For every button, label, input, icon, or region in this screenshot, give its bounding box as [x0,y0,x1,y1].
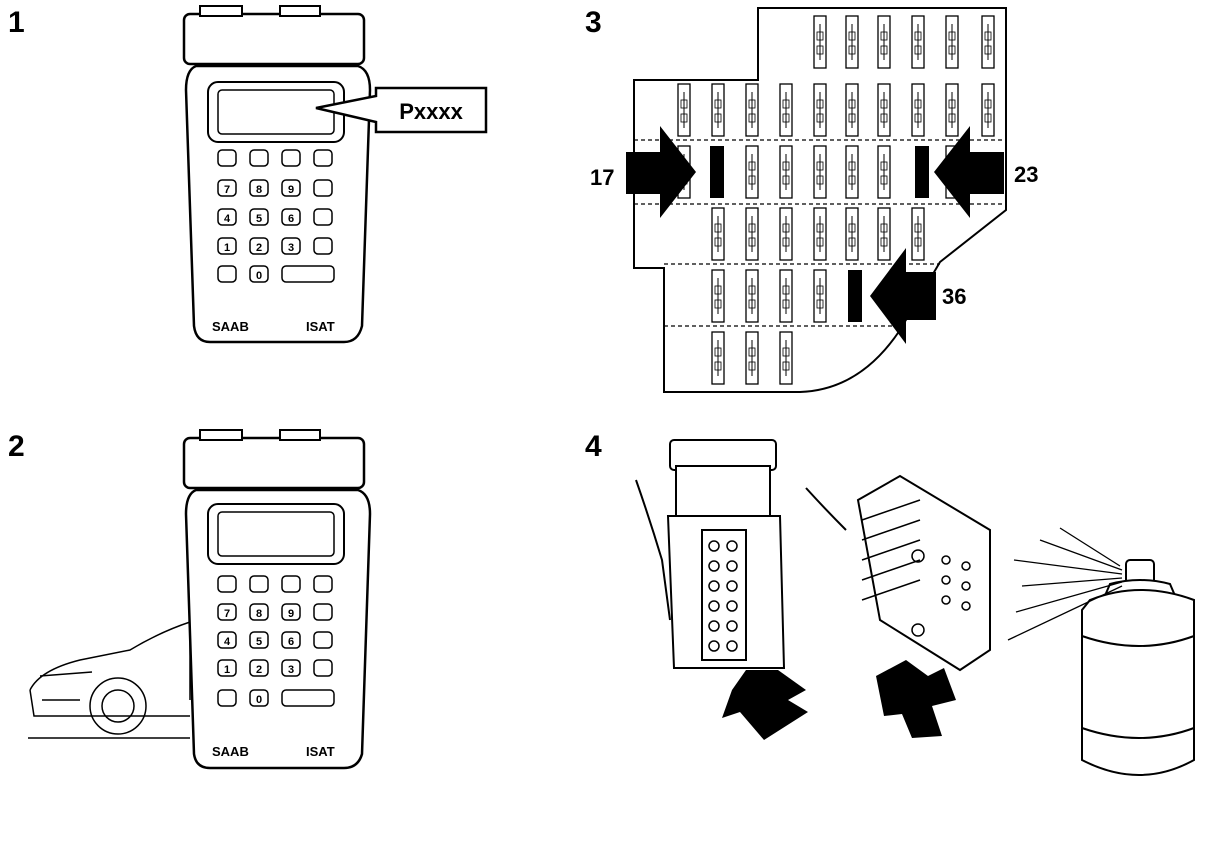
svg-text:8: 8 [256,184,262,196]
label-17: 17 [590,165,614,190]
panel-number-4: 4 [585,430,602,463]
panel-number-2: 2 [8,430,25,463]
connector-right [805,474,991,738]
arrow-23 [934,126,1004,218]
panel-number-1: 1 [8,6,25,39]
model-label-2: ISAT [306,744,335,759]
model-label-1: ISAT [306,319,335,334]
svg-text:1: 1 [224,242,230,254]
keypad-1 [217,149,335,283]
arrow-connector-left [722,670,808,740]
arrow-36 [870,248,936,344]
isat-tester-2: 7 8 9 4 5 6 1 2 3 0 SAAB ISAT [182,429,372,770]
svg-text:6: 6 [288,213,294,225]
arrow-17 [626,126,696,218]
svg-text:9: 9 [288,608,294,620]
connector-left [635,439,808,740]
svg-text:2: 2 [256,242,262,254]
brand-label-2: SAAB [212,744,249,759]
spray-can [1007,527,1195,776]
label-23: 23 [1014,162,1038,187]
display-callout [315,86,488,134]
callout-text: Pxxxx [399,99,463,124]
svg-text:4: 4 [224,636,231,648]
svg-text:7: 7 [224,608,230,620]
isat-tester-1: 7 8 9 4 5 6 1 2 3 0 SAAB ISAT Pxxxx [182,5,488,344]
fuse-row-5 [711,331,793,385]
svg-text:3: 3 [288,664,294,676]
fuse-23 [915,146,929,198]
svg-text:0: 0 [256,270,262,282]
arrow-connector-right [876,660,956,738]
fuse-box: 17 23 36 [590,7,1038,393]
svg-text:5: 5 [256,636,262,648]
label-36: 36 [942,284,966,309]
svg-text:8: 8 [256,608,262,620]
car-outline [28,620,191,739]
svg-text:2: 2 [256,664,262,676]
svg-text:6: 6 [288,636,294,648]
svg-text:7: 7 [224,184,230,196]
keypad-2 [217,575,335,707]
svg-text:9: 9 [288,184,294,196]
svg-text:3: 3 [288,242,294,254]
brand-label-1: SAAB [212,319,249,334]
svg-text:5: 5 [256,213,262,225]
fuse-17 [710,146,724,198]
svg-text:1: 1 [224,664,230,676]
fuse-36 [848,270,862,322]
svg-text:0: 0 [256,694,262,706]
panel-number-3: 3 [585,6,602,39]
svg-text:4: 4 [224,213,231,225]
